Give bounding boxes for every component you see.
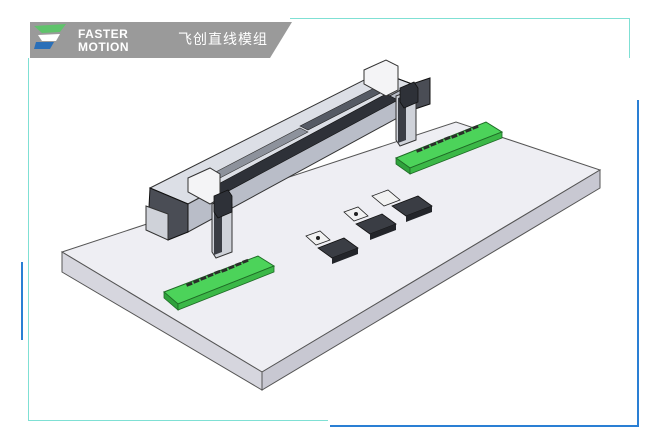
frame-left-blue-accent [21, 262, 23, 340]
brand-name-line2: MOTION [78, 40, 129, 54]
z-axis-right [395, 81, 419, 147]
frame-right-blue-line [637, 100, 639, 426]
frame-top-line [290, 18, 630, 19]
faster-motion-logo-icon [34, 24, 66, 49]
frame-left-line [28, 58, 29, 420]
frame-bottom-blue-line [330, 425, 639, 427]
brand-banner: FASTER MOTION 飞创直线模组 [30, 22, 292, 58]
brand-name-line1: FASTER [78, 27, 129, 41]
banner-background [30, 22, 292, 58]
z-axis-left [211, 189, 233, 259]
frame-right-line-top [629, 18, 630, 58]
pcb-board-right [394, 121, 504, 175]
component-1 [305, 230, 359, 264]
gantry-linear-axis [145, 59, 431, 241]
component-3 [371, 189, 433, 222]
component-2 [343, 206, 397, 240]
frame-bottom-line [28, 420, 328, 421]
pcb-board-left [163, 255, 276, 311]
product-tagline: 飞创直线模组 [178, 32, 268, 48]
